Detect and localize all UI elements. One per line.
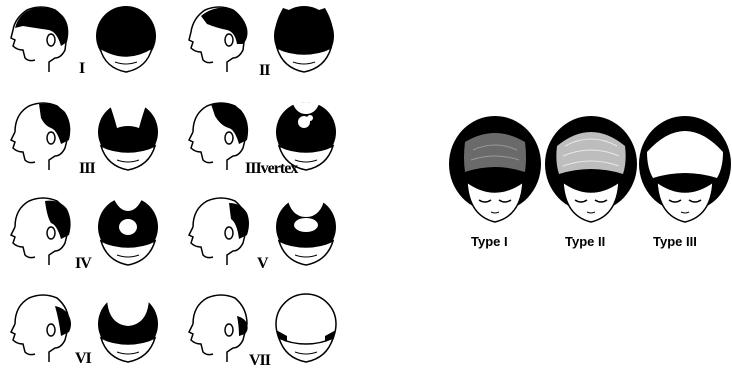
female-type-label: Type I	[471, 234, 508, 249]
stage-label: VI	[75, 350, 91, 368]
male-stage-4: IV	[5, 193, 175, 273]
norwood-stage-5-icon	[183, 193, 353, 273]
male-stage-1: I	[5, 2, 175, 82]
male-stage-3: III	[5, 98, 175, 178]
ludwig-type-3-icon	[635, 112, 732, 232]
norwood-stage-1-icon	[5, 2, 175, 82]
male-stage-5: V	[183, 193, 353, 273]
stage-label: IV	[75, 255, 91, 273]
male-stage-2: II	[183, 2, 353, 82]
female-type-label: Type II	[565, 234, 605, 249]
stage-label: IIIvertex	[245, 160, 297, 178]
stage-label: III	[79, 160, 95, 178]
male-stage-3-vertex: IIIvertex	[183, 98, 353, 178]
female-type-label: Type III	[653, 234, 697, 249]
male-stage-6: VI	[5, 290, 175, 370]
female-type-row: Type I Type II Type III	[445, 112, 732, 262]
stage-label: VII	[249, 352, 270, 370]
female-type-3: Type III	[635, 112, 732, 262]
ludwig-type-1-icon	[445, 112, 545, 232]
stage-label: II	[259, 62, 269, 80]
ludwig-type-2-icon	[541, 112, 641, 232]
stage-label: I	[79, 60, 84, 78]
male-stage-7: VII	[183, 290, 353, 370]
female-type-2: Type II	[541, 112, 641, 262]
female-type-1: Type I	[445, 112, 545, 262]
stage-label: V	[257, 255, 268, 273]
